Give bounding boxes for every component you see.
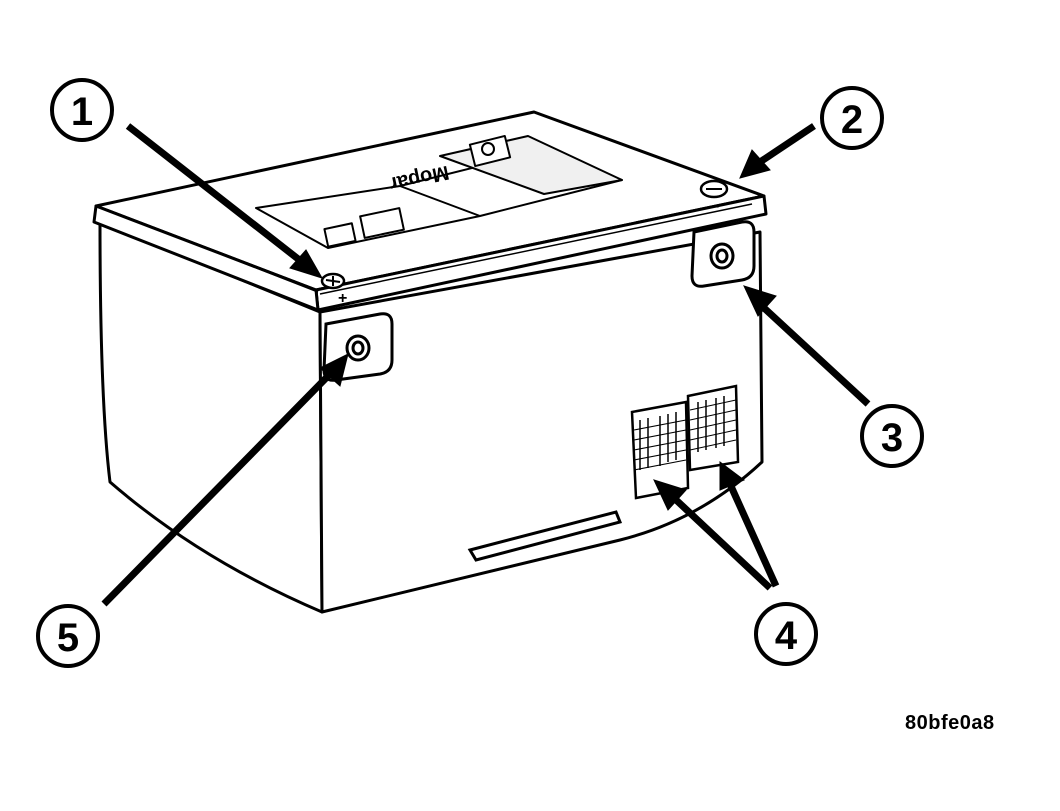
arrowhead-4a — [653, 479, 687, 511]
callout-3-label: 3 — [881, 416, 903, 460]
callout-4: 4 — [754, 602, 818, 666]
negative-top-post — [699, 179, 729, 199]
callout-2: 2 — [820, 86, 884, 150]
lid-square-left — [323, 222, 357, 248]
battery-left-face — [98, 220, 324, 614]
positive-mark: + — [338, 290, 347, 307]
arrowhead-4b — [719, 461, 745, 491]
leader-arrow-4a — [671, 495, 773, 591]
leader-arrow-5 — [101, 371, 333, 607]
arrowhead-5 — [319, 353, 349, 387]
base-ledge — [467, 510, 623, 562]
callout-3: 3 — [860, 404, 924, 468]
arrowhead-2 — [739, 149, 771, 179]
negative-mark: − — [710, 199, 719, 216]
callout-1-label: 1 — [71, 90, 93, 134]
leader-arrows — [101, 123, 871, 607]
callout-5: 5 — [36, 604, 100, 668]
lid-square-right — [359, 207, 405, 239]
callout-2-label: 2 — [841, 98, 863, 142]
leader-arrow-3 — [761, 305, 871, 407]
arrowhead-3 — [743, 285, 777, 317]
arrowhead-1 — [289, 249, 324, 279]
leader-arrow-4b — [726, 482, 780, 588]
figure-id: 80bfe0a8 — [905, 712, 995, 734]
negative-side-terminal — [690, 220, 756, 288]
positive-top-post — [320, 272, 346, 290]
battery — [92, 110, 768, 614]
callout-1: 1 — [50, 78, 114, 142]
callout-5-label: 5 — [57, 616, 79, 660]
battery-front-face — [318, 230, 764, 614]
leader-arrow-1 — [125, 123, 305, 265]
callout-4-label: 4 — [775, 614, 798, 658]
leader-arrow-2 — [758, 123, 816, 165]
vent-strips — [630, 384, 740, 500]
